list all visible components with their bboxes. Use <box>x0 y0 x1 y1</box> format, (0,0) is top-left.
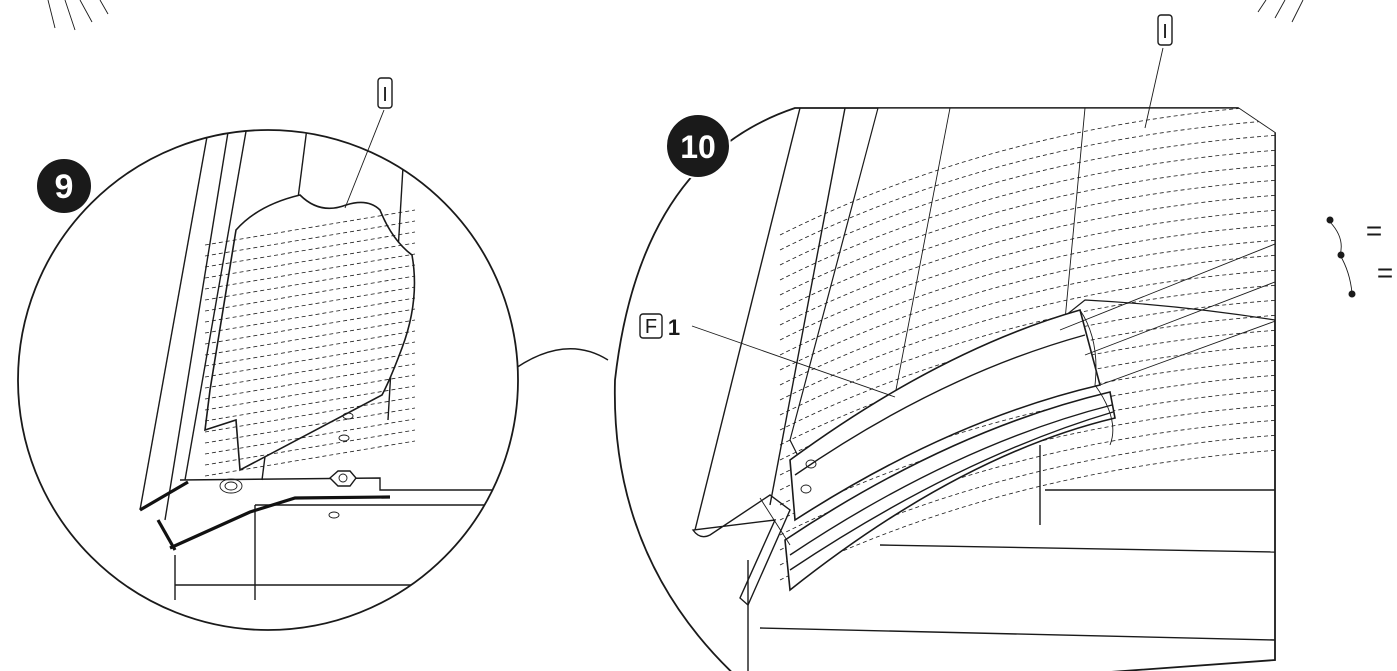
panel-tag-9: I <box>344 77 393 209</box>
panel-tag-10: I <box>1144 14 1173 129</box>
fabric-stripe <box>204 440 416 477</box>
detail-9: 9 I <box>17 77 519 631</box>
fabric-stripe <box>204 297 416 334</box>
fabric-stripe <box>204 275 416 312</box>
part-tag-f1-letter: F <box>645 316 657 338</box>
fabric-stripe <box>204 253 416 290</box>
frame-edge-9 <box>139 480 391 551</box>
fabric-stripe <box>204 352 416 389</box>
fabric-stripe <box>779 314 1275 446</box>
fabric-stripe <box>779 179 1275 311</box>
fabric-stripe <box>779 359 1275 491</box>
mounting-holes-9 <box>219 412 354 519</box>
equal-mark-bottom: = <box>1377 257 1393 288</box>
fabric-stripe <box>204 385 416 422</box>
fabric-stripe <box>204 330 416 367</box>
fabric-stripe <box>779 284 1275 416</box>
fabric-stripe <box>779 194 1275 326</box>
step-badge-9: 9 <box>35 157 93 215</box>
step-badge-10: 10 <box>665 113 731 179</box>
corner-marks-left <box>47 0 109 31</box>
frame-lines-10 <box>694 108 1275 671</box>
fabric-stripe <box>204 407 416 444</box>
bolt-icon <box>328 470 357 487</box>
fabric-stripe <box>779 224 1275 356</box>
fabric-sheet-10 <box>779 108 1275 581</box>
fabric-stripe <box>204 374 416 411</box>
fabric-stripe <box>779 299 1275 431</box>
fabric-stripe <box>779 269 1275 401</box>
detail-10: = = 10 I F 1 <box>613 14 1393 671</box>
fabric-stripe <box>779 374 1275 506</box>
fabric-stripe <box>779 108 1275 236</box>
fabric-stripe <box>779 329 1275 461</box>
spacing-markers: = = <box>1326 215 1393 298</box>
fabric-stripe <box>779 389 1275 521</box>
spacing-leaders <box>1059 221 1275 386</box>
fabric-stripe <box>779 164 1275 296</box>
fabric-stripe <box>779 149 1275 281</box>
fabric-stripe <box>204 286 416 323</box>
fabric-stripe <box>204 242 416 279</box>
panel-tag-9-text: I <box>382 84 388 106</box>
step-number-10: 10 <box>680 129 716 165</box>
fabric-sheet-9 <box>204 194 416 477</box>
fabric-stripe <box>204 363 416 400</box>
fabric-stripe <box>204 209 416 246</box>
fabric-stripe <box>779 134 1275 266</box>
fabric-stripe <box>204 220 416 257</box>
fabric-stripe <box>779 239 1275 371</box>
fabric-stripe <box>779 434 1275 566</box>
fabric-stripe <box>204 429 416 466</box>
fabric-stripe <box>204 319 416 356</box>
panel-tag-10-text: I <box>1162 21 1168 43</box>
fabric-stripe <box>204 264 416 301</box>
fabric-stripe <box>779 254 1275 386</box>
fabric-stripe <box>779 344 1275 476</box>
fabric-stripe <box>779 419 1275 551</box>
fabric-stripe <box>779 119 1275 251</box>
fabric-stripe <box>204 231 416 268</box>
fabric-stripe <box>204 341 416 378</box>
corner-marks-right <box>1257 0 1304 23</box>
equal-mark-top: = <box>1366 215 1382 246</box>
part-tag-f1: F 1 <box>639 313 896 398</box>
fabric-stripe <box>204 418 416 455</box>
fabric-stripe <box>779 209 1275 341</box>
fabric-stripe <box>204 396 416 433</box>
end-profile-10 <box>691 494 791 607</box>
part-tag-f1-number: 1 <box>668 315 680 340</box>
fabric-stripe <box>204 308 416 345</box>
fabric-stripe <box>779 404 1275 536</box>
step-number-9: 9 <box>55 168 74 206</box>
fabric-stripe <box>779 449 1275 581</box>
